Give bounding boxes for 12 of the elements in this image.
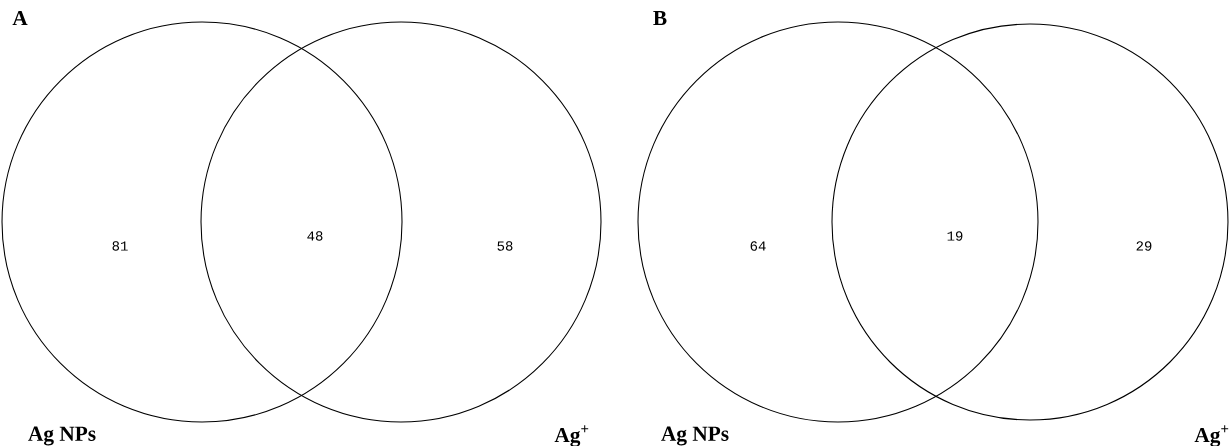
set-label: Ag NPs bbox=[28, 426, 96, 446]
count-number: 64 bbox=[750, 241, 766, 251]
set-label: Ag$^{+}$ bbox=[554, 425, 589, 446]
count-number: 58 bbox=[497, 241, 513, 251]
count-number: 29 bbox=[1136, 241, 1152, 251]
set-label: Ag$^{+}$ bbox=[1194, 425, 1229, 446]
count-number: 48 bbox=[307, 231, 323, 241]
panel-letter: B bbox=[653, 11, 667, 25]
count-number: 81 bbox=[112, 241, 128, 251]
panel-letter: A bbox=[12, 10, 28, 26]
set-label: Ag NPs bbox=[661, 426, 729, 446]
count-number: 19 bbox=[947, 231, 963, 241]
